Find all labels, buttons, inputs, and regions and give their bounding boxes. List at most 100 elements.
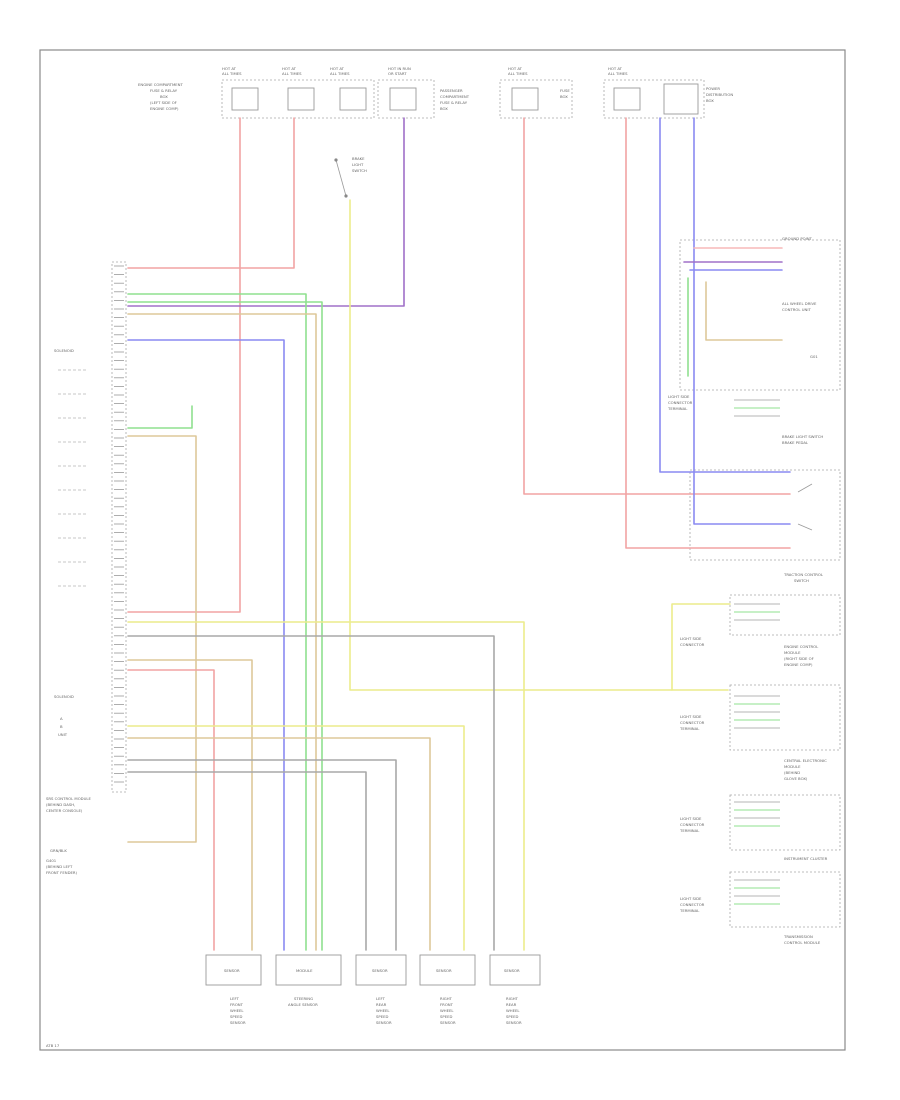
top-center-annotation: PASSENGER COMPARTMENT FUSE & RELAY BOX xyxy=(440,88,470,111)
svg-text:WHEEL: WHEEL xyxy=(506,1008,520,1013)
diagram-frame xyxy=(39,49,846,1051)
svg-text:SENSOR: SENSOR xyxy=(504,968,520,973)
wire-blue-2 xyxy=(659,117,791,473)
right-connector-f: LIGHT SIDE CONNECTOR TERMINAL TRANSMISSI… xyxy=(679,871,841,945)
svg-text:HOT AT: HOT AT xyxy=(222,66,237,71)
svg-text:TERMINAL: TERMINAL xyxy=(679,828,700,833)
wire-gray-1 xyxy=(127,635,495,951)
svg-text:LIGHT: LIGHT xyxy=(352,162,364,167)
svg-text:B: B xyxy=(60,724,63,729)
svg-text:A: A xyxy=(60,716,63,721)
svg-text:FRONT FENDER): FRONT FENDER) xyxy=(46,870,78,875)
wire-blue xyxy=(127,339,285,951)
wire-yellow-2 xyxy=(127,621,525,951)
svg-text:BRAKE PEDAL: BRAKE PEDAL xyxy=(782,440,809,445)
svg-text:FUSE: FUSE xyxy=(560,88,570,93)
sensor-steering-angle: MODULE STEERING ANGLE SENSOR xyxy=(275,954,342,1007)
svg-text:ALL TIMES: ALL TIMES xyxy=(608,71,628,76)
svg-text:BRAKE LIGHT SWITCH: BRAKE LIGHT SWITCH xyxy=(782,434,823,439)
svg-text:(BEHIND DASH,: (BEHIND DASH, xyxy=(46,802,75,807)
right-switch-unit: TRACTION CONTROL SWITCH xyxy=(689,469,841,583)
svg-text:BOX: BOX xyxy=(440,106,448,111)
svg-text:STEERING: STEERING xyxy=(294,996,313,1001)
svg-text:HOT AT: HOT AT xyxy=(282,66,297,71)
wire-red-5 xyxy=(127,669,215,951)
wire-red-2 xyxy=(127,117,295,269)
wire-tan-2 xyxy=(127,435,197,843)
svg-text:LIGHT SIDE: LIGHT SIDE xyxy=(680,714,702,719)
svg-text:SPEED: SPEED xyxy=(376,1014,388,1019)
wire-yellow-3 xyxy=(671,603,731,691)
svg-text:CONTROL MODULE: CONTROL MODULE xyxy=(784,940,821,945)
svg-text:TERMINAL: TERMINAL xyxy=(667,406,688,411)
wire-green-2 xyxy=(127,301,323,951)
wire-group xyxy=(127,117,791,951)
svg-text:MODULE: MODULE xyxy=(296,968,313,973)
svg-text:HOT AT: HOT AT xyxy=(608,66,623,71)
svg-text:OR START: OR START xyxy=(388,71,407,76)
svg-text:RIGHT: RIGHT xyxy=(506,996,519,1001)
svg-text:ALL TIMES: ALL TIMES xyxy=(330,71,350,76)
svg-text:POWER: POWER xyxy=(706,86,720,91)
right-pin-rows xyxy=(734,399,780,905)
svg-text:SOLENOID: SOLENOID xyxy=(54,348,74,353)
right-connector-d: LIGHT SIDE CONNECTOR TERMINAL CENTRAL EL… xyxy=(679,684,841,781)
svg-text:LEFT: LEFT xyxy=(376,996,386,1001)
svg-text:SWITCH: SWITCH xyxy=(794,578,809,583)
wire-tan-stub xyxy=(705,281,783,341)
svg-text:ALL TIMES: ALL TIMES xyxy=(222,71,242,76)
svg-text:LIGHT SIDE: LIGHT SIDE xyxy=(680,816,702,821)
svg-text:TERMINAL: TERMINAL xyxy=(679,908,700,913)
svg-text:ALL WHEEL DRIVE: ALL WHEEL DRIVE xyxy=(782,301,817,306)
right-connector-e: LIGHT SIDE CONNECTOR TERMINAL INSTRUMENT… xyxy=(679,794,841,861)
svg-text:CONNECTOR: CONNECTOR xyxy=(680,720,705,725)
svg-text:BOX: BOX xyxy=(160,94,168,99)
svg-text:DISTRIBUTION: DISTRIBUTION xyxy=(706,92,733,97)
svg-text:REAR: REAR xyxy=(506,1002,517,1007)
svg-text:G01: G01 xyxy=(810,354,818,359)
svg-text:FUSE & RELAY: FUSE & RELAY xyxy=(440,100,468,105)
svg-text:BOX: BOX xyxy=(706,98,714,103)
brake-switch: BRAKE LIGHT SWITCH xyxy=(334,156,367,198)
wire-tan-3 xyxy=(127,659,253,951)
svg-text:TRACTION CONTROL: TRACTION CONTROL xyxy=(783,572,824,577)
svg-text:(LEFT SIDE OF: (LEFT SIDE OF xyxy=(150,100,177,105)
svg-text:SENSOR: SENSOR xyxy=(506,1020,522,1025)
svg-text:BOX: BOX xyxy=(560,94,568,99)
svg-text:LEFT: LEFT xyxy=(230,996,240,1001)
top-left-annotation: ENGINE COMPARTMENT FUSE & RELAY BOX (LEF… xyxy=(138,82,184,111)
right-connector-c: LIGHT SIDE CONNECTOR ENGINE CONTROL MODU… xyxy=(680,594,841,667)
svg-text:FRONT: FRONT xyxy=(440,1002,454,1007)
wire-gray-3 xyxy=(127,771,367,951)
svg-text:SENSOR: SENSOR xyxy=(376,1020,392,1025)
svg-text:CONNECTOR: CONNECTOR xyxy=(680,902,705,907)
svg-text:COMPARTMENT: COMPARTMENT xyxy=(440,94,470,99)
svg-text:ENGINE COMP): ENGINE COMP) xyxy=(784,662,813,667)
left-control-module: SOLENOID SOLENOID A B UNIT SRS CONTROL M… xyxy=(46,261,127,875)
wire-purple xyxy=(127,117,405,307)
svg-text:TRANSMISSION: TRANSMISSION xyxy=(783,934,813,939)
svg-text:SWITCH: SWITCH xyxy=(352,168,367,173)
svg-text:FUSE & RELAY: FUSE & RELAY xyxy=(150,88,178,93)
svg-text:ALL TIMES: ALL TIMES xyxy=(282,71,302,76)
svg-text:GRN/BLK: GRN/BLK xyxy=(50,848,67,853)
svg-text:CONNECTOR: CONNECTOR xyxy=(680,642,705,647)
svg-text:BRAKE: BRAKE xyxy=(352,156,365,161)
svg-text:RIGHT: RIGHT xyxy=(440,996,453,1001)
svg-text:UNIT: UNIT xyxy=(58,732,68,737)
svg-text:PASSENGER: PASSENGER xyxy=(440,88,463,93)
svg-text:HOT IN RUN: HOT IN RUN xyxy=(388,66,411,71)
svg-text:SOLENOID: SOLENOID xyxy=(54,694,74,699)
svg-text:SENSOR: SENSOR xyxy=(230,1020,246,1025)
wire-yellow-1 xyxy=(349,199,729,691)
svg-text:ANGLE SENSOR: ANGLE SENSOR xyxy=(288,1002,318,1007)
svg-text:MODULE: MODULE xyxy=(784,650,801,655)
svg-text:WHEEL: WHEEL xyxy=(376,1008,390,1013)
